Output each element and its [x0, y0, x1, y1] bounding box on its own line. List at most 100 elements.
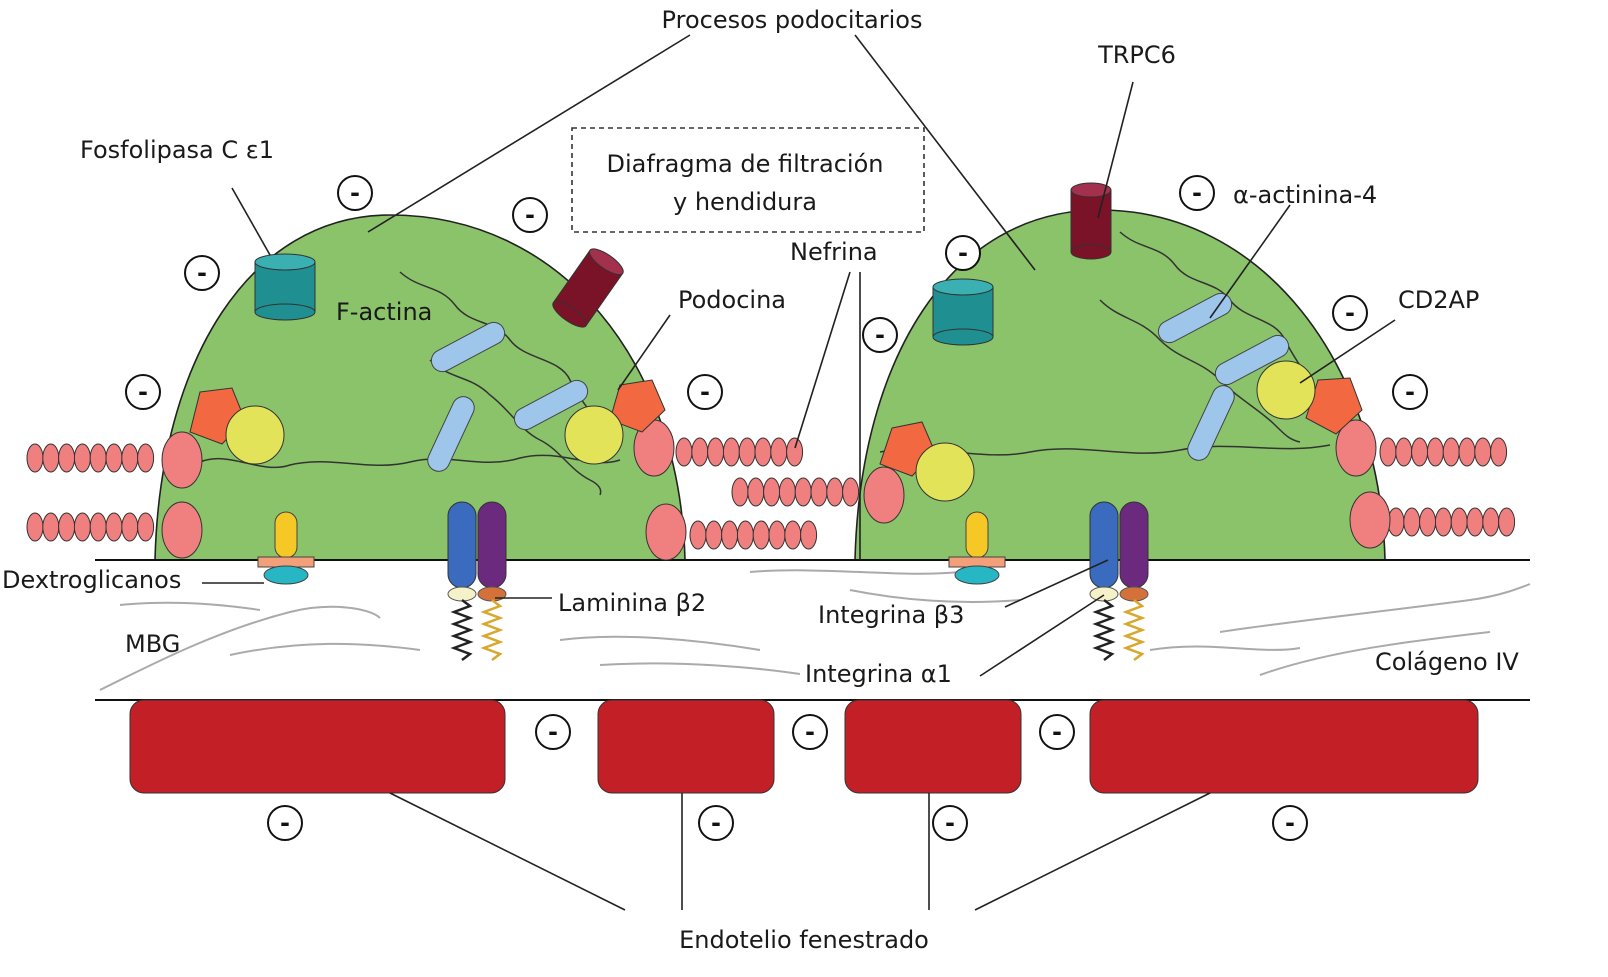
cd2ap-circle [915, 442, 975, 502]
negative-charge-icon: - [512, 197, 548, 233]
nephrin-bead [768, 520, 786, 550]
svg-text:-: - [197, 259, 207, 287]
label-procesos-podocitarios: Procesos podocitarios [662, 6, 923, 34]
svg-text:-: - [350, 179, 360, 207]
nephrin-bead [675, 437, 693, 467]
svg-text:-: - [945, 809, 955, 837]
label-endotelio: Endotelio fenestrado [679, 926, 929, 954]
actinin-pill [427, 396, 475, 472]
cd2ap-circle [564, 405, 624, 465]
nephrin-bead [1419, 507, 1437, 537]
label-colageno: Colágeno IV [1375, 648, 1519, 676]
diagram-labels: Procesos podocitarios TRPC6 Fosfolipasa … [2, 6, 1519, 954]
nephrin-bead [42, 512, 60, 542]
actinin-pill [1187, 385, 1235, 461]
svg-text:-: - [1052, 718, 1062, 746]
label-laminina: Laminina β2 [558, 589, 706, 617]
podocin-molecules [189, 377, 1363, 477]
actinin-pill [430, 321, 506, 373]
plc-epsilon-1-right [932, 278, 994, 346]
svg-text:-: - [805, 718, 815, 746]
nephrin-anchor [1349, 491, 1391, 549]
negative-charge-icon: - [1332, 295, 1368, 331]
nephrin-bead [1458, 437, 1476, 467]
label-diafragma-line1: Diafragma de filtración [607, 150, 884, 178]
nephrin-bead [770, 437, 788, 467]
nephrin-bead [736, 520, 754, 550]
nephrin-bead [105, 512, 123, 542]
nephrin-bead [1379, 437, 1397, 467]
cd2ap-circle [1256, 360, 1316, 420]
nephrin-bead [747, 477, 765, 507]
nephrin-bead [1490, 437, 1508, 467]
label-podocina: Podocina [678, 286, 786, 314]
svg-text:-: - [138, 378, 148, 406]
trpc6-channel-right [1070, 182, 1112, 260]
nephrin-anchors [161, 419, 1391, 561]
label-nefrina: Nefrina [790, 238, 878, 266]
label-diafragma-line2: y hendidura [673, 188, 817, 216]
nephrin-bead [1411, 437, 1429, 467]
label-dextroglicanos: Dextroglicanos [2, 566, 181, 594]
nephrin-bead [826, 477, 844, 507]
negative-charge-icon: - [1039, 714, 1075, 750]
nephrin-bead [26, 443, 44, 473]
nephrin-bead [89, 443, 107, 473]
actinin-pill [1157, 292, 1233, 344]
nephrin-bead [89, 512, 107, 542]
endothelial-cell-3 [844, 699, 1022, 794]
svg-text:-: - [548, 718, 558, 746]
svg-text:-: - [525, 201, 535, 229]
label-cd2ap: CD2AP [1398, 286, 1479, 314]
negative-charge-icon: - [1272, 805, 1308, 841]
svg-text:-: - [875, 321, 885, 349]
nephrin-bead [722, 437, 740, 467]
nephrin-bead [842, 477, 860, 507]
negative-charge-icon: - [1179, 175, 1215, 211]
negative-charge-icon: - [535, 714, 571, 750]
collagen-iv-fibers [99, 569, 1531, 691]
nephrin-bead [721, 520, 739, 550]
nephrin-bead [754, 437, 772, 467]
nephrin-bead [73, 443, 91, 473]
alpha-actinin-4-molecules [427, 292, 1290, 472]
plc-epsilon-1-left [254, 253, 316, 321]
nephrin-bead [58, 512, 76, 542]
cd2ap-circle [225, 405, 285, 465]
negative-charge-icon: - [687, 374, 723, 410]
svg-text:-: - [280, 809, 290, 837]
nephrin-bead [1498, 507, 1516, 537]
fenestrated-endothelium [129, 699, 1479, 794]
nephrin-bead [1466, 507, 1484, 537]
label-integrina-b3: Integrina β3 [818, 601, 964, 629]
nephrin-bead [810, 477, 828, 507]
actinin-pill [1214, 334, 1290, 386]
label-integrina-a1: Integrina α1 [805, 660, 952, 688]
nephrin-bead [1482, 507, 1500, 537]
negative-charge-icon: - [945, 235, 981, 271]
negative-charges: - - - - - - - - - - - - - - - - - [125, 175, 1428, 841]
nephrin-bead [121, 443, 139, 473]
nephrin-bead [121, 512, 139, 542]
svg-text:-: - [1345, 299, 1355, 327]
nephrin-bead [738, 437, 756, 467]
nephrin-bead [73, 512, 91, 542]
svg-text:-: - [1285, 809, 1295, 837]
nephrin-anchor [1335, 419, 1377, 477]
nephrin-bead [691, 437, 709, 467]
nephrin-bead [778, 477, 796, 507]
nephrin-bead [26, 512, 44, 542]
negative-charge-icon: - [1392, 374, 1428, 410]
nephrin-bead [705, 520, 723, 550]
nephrin-bead [1426, 437, 1444, 467]
nephrin-chains [26, 437, 1516, 550]
nephrin-bead [763, 477, 781, 507]
negative-charge-icon: - [932, 805, 968, 841]
svg-text:-: - [958, 239, 968, 267]
svg-text:-: - [711, 809, 721, 837]
nephrin-bead [786, 437, 804, 467]
label-alfa-actinina: α-actinina-4 [1233, 181, 1377, 209]
actinin-pill [513, 379, 589, 431]
negative-charge-icon: - [862, 317, 898, 353]
